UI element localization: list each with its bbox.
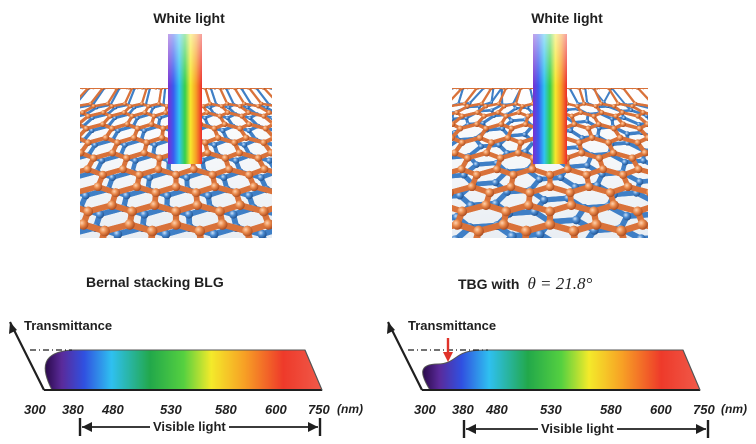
spectrum-band (45, 350, 322, 390)
tick-380: 380 (62, 402, 84, 417)
unit-label: (nm) (721, 402, 747, 416)
tick-530: 530 (160, 402, 182, 417)
tick-750: 750 (308, 402, 330, 417)
tick-750: 750 (693, 402, 715, 417)
tbg-caption-prefix: TBG with (458, 276, 519, 292)
visible-light-label: Visible light (150, 419, 229, 434)
visible-light-label: Visible light (538, 421, 617, 436)
transmittance-label: Transmittance (24, 318, 112, 333)
tick-600: 600 (650, 402, 672, 417)
right-panel: White light TBG with θ = 21.8° Transmitta… (378, 0, 756, 444)
white-light-beam (533, 34, 567, 164)
bernal-caption: Bernal stacking BLG (86, 274, 224, 290)
transmittance-label: Transmittance (408, 318, 496, 333)
white-light-beam (168, 34, 202, 164)
tick-480: 480 (486, 402, 508, 417)
spectrum-band (423, 350, 700, 390)
twist-angle: θ = 21.8° (527, 274, 592, 293)
white-light-label: White light (0, 10, 378, 26)
tick-380: 380 (452, 402, 474, 417)
left-panel: White light Bernal stacking BLG Transmit… (0, 0, 378, 444)
tick-580: 580 (215, 402, 237, 417)
tick-600: 600 (265, 402, 287, 417)
tbg-caption: TBG with θ = 21.8° (458, 274, 592, 294)
tick-300: 300 (24, 402, 46, 417)
tick-300: 300 (414, 402, 436, 417)
tick-580: 580 (600, 402, 622, 417)
tick-480: 480 (102, 402, 124, 417)
white-light-label: White light (378, 10, 756, 26)
tick-530: 530 (540, 402, 562, 417)
unit-label: (nm) (337, 402, 363, 416)
